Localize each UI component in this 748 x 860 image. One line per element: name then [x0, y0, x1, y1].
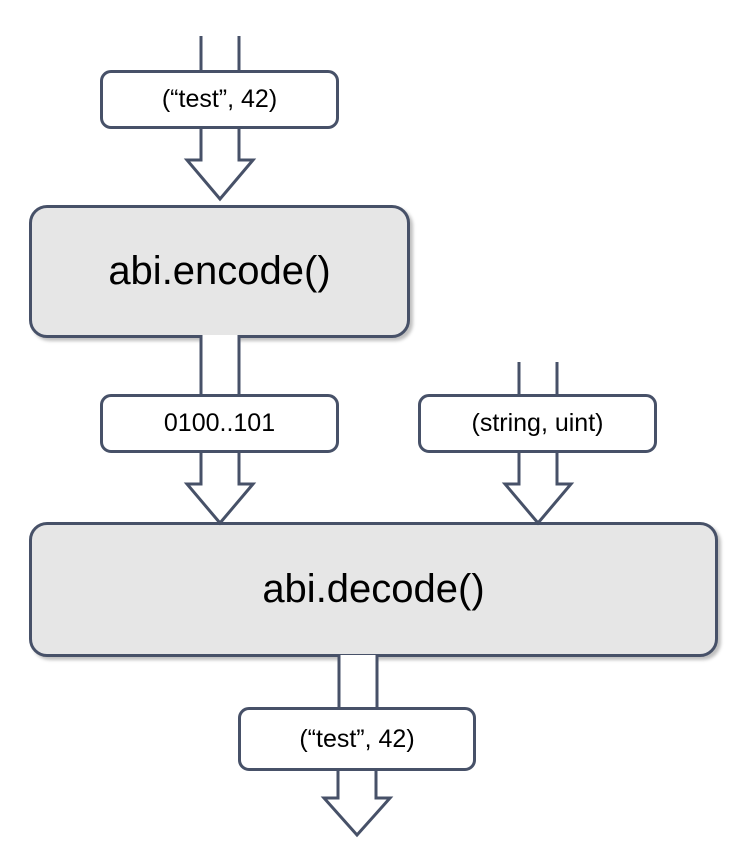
input-tuple-label: (“test”, 42)	[100, 70, 339, 129]
encoded-bytes-text: 0100..101	[163, 409, 276, 437]
stem-decode-to-output	[336, 655, 380, 712]
abi-encode-text: abi.encode()	[108, 249, 331, 293]
type-signature-text: (string, uint)	[471, 409, 604, 437]
stem-into-type-signature	[516, 362, 560, 398]
arrow-types-to-decode	[501, 450, 575, 526]
abi-decode-text: abi.decode()	[262, 567, 485, 611]
arrow-input-to-encode	[183, 126, 257, 202]
stem-encode-to-bytes	[198, 335, 242, 398]
output-tuple-label: (“test”, 42)	[238, 707, 476, 771]
encoded-bytes-label: 0100..101	[100, 394, 339, 453]
abi-encode-box: abi.encode()	[29, 205, 410, 338]
arrow-bytes-to-decode	[183, 450, 257, 526]
output-tuple-text: (“test”, 42)	[299, 724, 415, 753]
arrow-output-out	[320, 768, 394, 838]
type-signature-label: (string, uint)	[418, 394, 657, 453]
input-tuple-text: (“test”, 42)	[161, 85, 278, 113]
abi-decode-box: abi.decode()	[29, 522, 718, 657]
